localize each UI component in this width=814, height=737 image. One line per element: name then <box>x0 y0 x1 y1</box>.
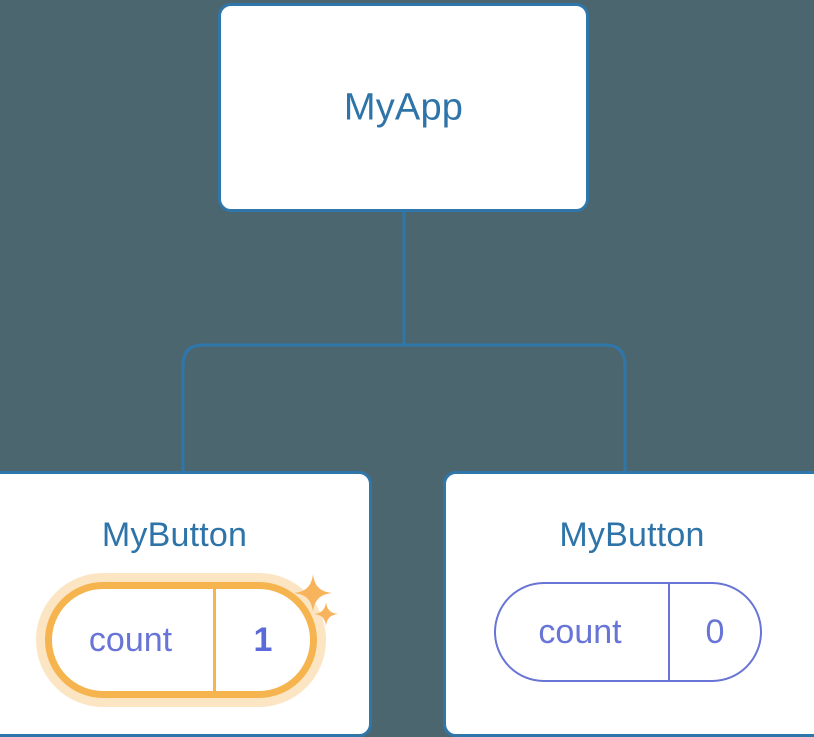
node-mybutton-right[interactable]: MyButton count 0 <box>443 471 814 737</box>
state-pill-right-wrapper: count 0 <box>494 582 762 682</box>
edge-root-to-right-child <box>404 343 627 472</box>
state-pill-right[interactable]: count 0 <box>494 582 762 682</box>
state-value-left: 1 <box>253 620 273 659</box>
state-key-left: count <box>52 589 216 691</box>
state-value-right: 0 <box>705 612 725 651</box>
edge-root-to-left-child <box>181 343 404 472</box>
node-myapp-title: MyApp <box>343 86 464 128</box>
sparkle-small-icon <box>314 602 338 626</box>
state-pill-left[interactable]: count 1 <box>45 582 317 698</box>
node-mybutton-left-title: MyButton <box>101 516 248 554</box>
state-key-right: count <box>496 584 670 680</box>
node-mybutton-left[interactable]: MyButton count 1 <box>0 471 372 737</box>
state-pill-left-wrapper: count 1 <box>45 582 317 698</box>
node-myapp[interactable]: MyApp <box>218 3 589 212</box>
node-mybutton-right-title: MyButton <box>559 516 705 554</box>
